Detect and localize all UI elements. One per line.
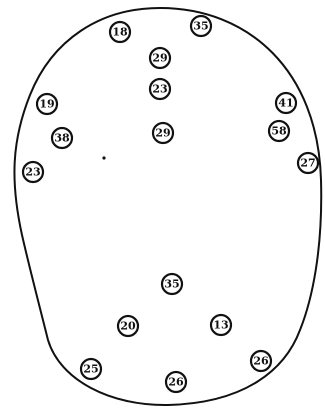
marker-27: 27: [298, 153, 318, 173]
marker-29-top: 29: [150, 48, 170, 68]
marker-41: 41: [276, 93, 296, 113]
marker-label: 58: [271, 125, 287, 138]
marker-13: 13: [211, 315, 231, 335]
marker-label: 35: [164, 278, 179, 291]
marker-25: 25: [81, 359, 101, 379]
marker-label: 41: [278, 97, 293, 110]
marker-label: 23: [25, 166, 40, 179]
head-outline: [14, 8, 321, 405]
marker-label: 38: [54, 132, 70, 145]
marker-label: 23: [152, 83, 167, 96]
marker-38: 38: [52, 128, 72, 148]
marker-23-left: 23: [23, 162, 43, 182]
stray-dot: [102, 156, 105, 159]
marker-label: 29: [155, 127, 170, 140]
marker-26-bottom: 26: [166, 372, 186, 392]
marker-23-top: 23: [150, 79, 170, 99]
marker-label: 26: [253, 355, 269, 368]
marker-label: 18: [112, 26, 128, 39]
marker-label: 25: [83, 363, 98, 376]
marker-label: 29: [152, 52, 167, 65]
marker-label: 27: [300, 157, 315, 170]
marker-label: 19: [39, 98, 54, 111]
marker-58: 58: [269, 121, 289, 141]
marker-35-center: 35: [162, 274, 182, 294]
marker-26-right: 26: [251, 351, 271, 371]
marker-label: 13: [213, 319, 228, 332]
marker-18: 18: [110, 22, 130, 42]
marker-label: 20: [120, 320, 136, 333]
marker-label: 26: [168, 376, 184, 389]
marker-label: 35: [193, 20, 208, 33]
marker-19: 19: [37, 94, 57, 114]
marker-29-center: 29: [153, 123, 173, 143]
marker-20: 20: [118, 316, 138, 336]
marker-35: 35: [191, 16, 211, 36]
